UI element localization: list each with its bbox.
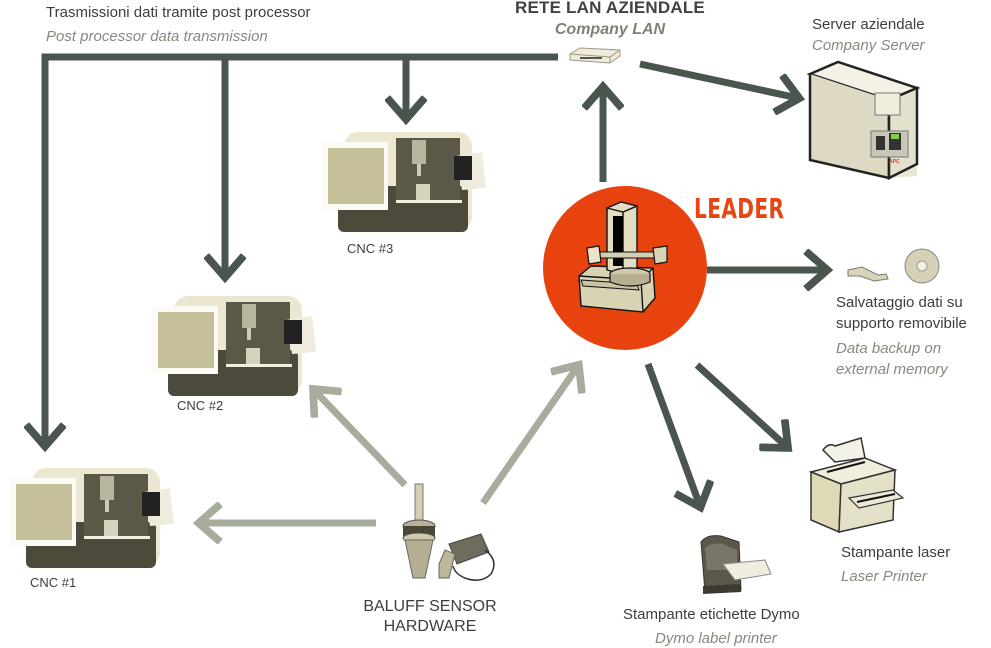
arrow-sensor-to-cnc2 (314, 390, 408, 488)
cnc1-machine-icon[interactable] (4, 462, 184, 574)
server-title: Server aziendale (812, 16, 925, 33)
arrow-lan-to-server (639, 60, 798, 98)
backup-title-line1: Salvataggio dati su (836, 294, 963, 311)
server-icon[interactable]: APC (805, 60, 925, 180)
post-processor-subtitle: Post processor data transmission (46, 28, 268, 45)
usb-stick-icon (847, 266, 889, 282)
cnc3-label: CNC #3 (347, 241, 394, 256)
arrow-to-cnc1 (45, 53, 558, 445)
backup-subtitle-line2: external memory (836, 361, 948, 378)
baluff-sensor-line2: HARDWARE (383, 618, 477, 635)
server-subtitle: Company Server (812, 37, 925, 54)
post-processor-bus (45, 53, 558, 445)
leader-title: LEADER (694, 192, 785, 225)
cnc3-machine-icon[interactable] (316, 126, 496, 238)
arrow-sensor-to-leader (480, 366, 578, 505)
backup-title-line2: supporto removibile (836, 315, 967, 332)
laser-printer-title: Stampante laser (841, 544, 951, 561)
lan-subtitle: Company LAN (554, 21, 666, 38)
disc-icon (904, 248, 940, 284)
laser-printer-subtitle: Laser Printer (841, 568, 927, 585)
dymo-printer-title: Stampante etichette Dymo (623, 606, 800, 623)
svg-text:APC: APC (889, 159, 900, 165)
baluff-sensor-label: BALUFF SENSOR HARDWARE (345, 597, 515, 637)
dymo-printer-icon[interactable] (695, 530, 775, 600)
baluff-sensor-line1: BALUFF SENSOR (363, 598, 497, 615)
cnc1-label: CNC #1 (30, 575, 77, 590)
measuring-machine-icon (578, 201, 668, 313)
post-processor-title: Trasmissioni dati tramite post processor (46, 4, 311, 21)
usb-and-disc-icon[interactable] (842, 248, 942, 288)
arrow-leader-to-laser (694, 362, 787, 447)
baluff-sensor-icon[interactable] (395, 480, 505, 590)
lan-title: RETE LAN AZIENDALE (515, 0, 705, 17)
backup-subtitle-line1: Data backup on (836, 340, 942, 357)
leader-circle[interactable] (543, 186, 707, 350)
network-switch-icon[interactable] (566, 44, 624, 68)
arrow-leader-to-dymo (644, 362, 700, 506)
cnc2-label: CNC #2 (177, 398, 224, 413)
cnc2-machine-icon[interactable] (146, 290, 326, 402)
dymo-printer-subtitle: Dymo label printer (655, 630, 777, 647)
laser-printer-icon[interactable] (805, 436, 905, 536)
